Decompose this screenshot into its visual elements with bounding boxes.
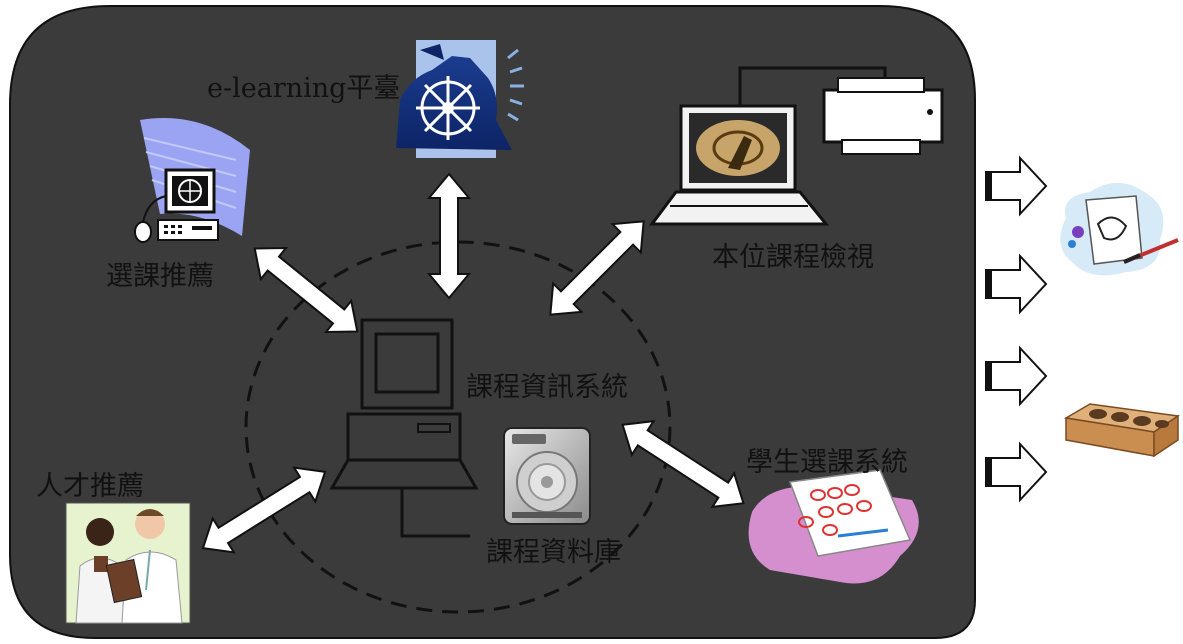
notepad-checklist-icon [748, 469, 919, 584]
outflow-arrow-3 [985, 345, 1048, 407]
arrow-course-recommend [253, 246, 359, 334]
center-system-label: 課程資訊系統 [466, 372, 628, 403]
outflow-arrow-2 [985, 253, 1048, 315]
desktop-computer-icon [329, 318, 479, 538]
ship-wheel-clipart-icon [396, 40, 524, 158]
chocolate-mold-tray-icon [1063, 403, 1181, 458]
outflow-arrow-4 [985, 441, 1048, 503]
painting-palette-icon [1060, 182, 1179, 276]
arrow-course-review [549, 220, 645, 316]
talent-recommend-label: 人才推薦 [36, 471, 144, 502]
outflow-arrow-1 [985, 155, 1048, 217]
laptop-printer-icon [649, 66, 944, 226]
course-review-label: 本位課程檢視 [712, 242, 874, 273]
hard-drive-icon [503, 427, 591, 525]
arrow-talent-recommend [201, 466, 327, 554]
database-label: 課程資料庫 [486, 537, 621, 568]
course-recommend-label: 選課推薦 [106, 261, 214, 292]
elearning-label: e-learning平臺 [207, 73, 400, 104]
arrow-student-selection [621, 419, 745, 509]
computer-terminal-icon [134, 118, 250, 243]
arrow-elearning [426, 172, 472, 300]
student-selection-label: 學生選課系統 [746, 447, 908, 478]
doctors-clipboard-photo-icon [65, 502, 191, 624]
